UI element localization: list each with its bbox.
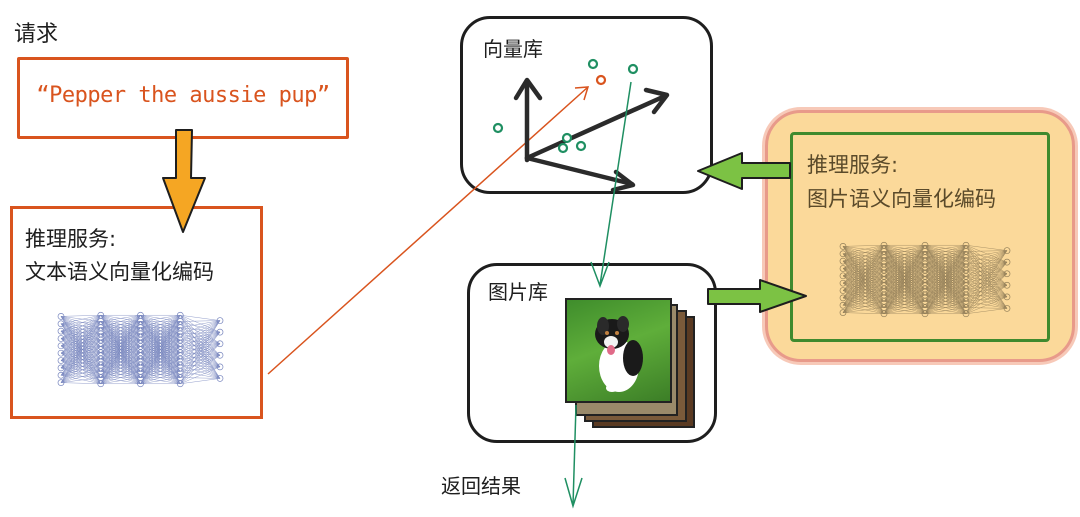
nn-node [962, 310, 970, 318]
text-encoder-title-line2: 文本语义向量化编码 [25, 260, 214, 284]
nn-node [839, 250, 847, 258]
db-to-images-arrowhead [590, 261, 610, 289]
neural-network-icon-2 [839, 241, 1011, 318]
nn-node [57, 379, 65, 386]
encoder-to-vector-db-arrow [697, 152, 791, 190]
nn-node [1003, 247, 1011, 254]
images-to-encoder-arrow [707, 279, 807, 313]
dog-photo [565, 298, 672, 403]
nn-node [57, 349, 65, 357]
nn-node [216, 328, 224, 336]
image-encoder-title-line2: 图片语义向量化编码 [807, 187, 996, 211]
text-encoder-title-line1: 推理服务: [25, 227, 117, 251]
nn-node [839, 265, 847, 272]
nn-node [57, 364, 65, 372]
nn-node [216, 317, 224, 324]
nn-node [839, 287, 847, 294]
db-to-images-line [599, 81, 632, 286]
image-encoder-highlight [765, 110, 1075, 362]
nn-node [176, 380, 184, 388]
nn-node [97, 380, 105, 388]
nn-node [839, 279, 847, 287]
nn-node [839, 243, 847, 250]
nn-node [839, 309, 847, 316]
nn-node [880, 310, 888, 318]
image-encoder-title-line1: 推理服务: [807, 153, 899, 177]
nn-node [216, 351, 224, 359]
nn-node [57, 313, 65, 320]
nn-node [839, 294, 847, 302]
nn-node [921, 310, 929, 318]
query-to-encoder-arrow [162, 129, 206, 233]
images-to-result-line [572, 404, 577, 506]
neural-network-icon [57, 311, 224, 388]
nn-node [1003, 305, 1011, 312]
nn-node [839, 272, 847, 280]
query-text: “Pepper the aussie pup” [36, 83, 330, 108]
nn-node [137, 380, 144, 388]
nn-node [1003, 270, 1011, 278]
nn-node [57, 342, 65, 350]
image-db-title: 图片库 [488, 280, 548, 304]
vector-axes-icon [513, 77, 670, 193]
nn-node [1003, 258, 1011, 266]
nn-node [839, 301, 847, 309]
nn-node [1003, 281, 1011, 289]
text-vector-to-db-line [267, 86, 589, 375]
vector-points [492, 58, 639, 154]
nn-node [57, 327, 65, 335]
images-to-result-arrowhead [564, 477, 583, 509]
nn-node [216, 375, 224, 382]
image-encoder-box: 推理服务: 图片语义向量化编码 [790, 132, 1050, 342]
nn-node [216, 340, 224, 348]
dog-icon [595, 316, 643, 392]
vector-db-title: 向量库 [483, 37, 543, 61]
text-vector-arrowhead [574, 86, 590, 101]
nn-node [1003, 293, 1011, 301]
nn-node [57, 357, 65, 364]
result-label: 返回结果 [441, 474, 521, 498]
nn-node [57, 320, 65, 328]
nn-node [57, 335, 65, 342]
vector-db-box: 向量库 [460, 16, 713, 194]
request-label: 请求 [14, 22, 59, 47]
nn-node [57, 371, 65, 379]
text-encoder-box: 推理服务: 文本语义向量化编码 [10, 206, 263, 419]
nn-node [839, 257, 847, 265]
nn-node [216, 363, 224, 371]
